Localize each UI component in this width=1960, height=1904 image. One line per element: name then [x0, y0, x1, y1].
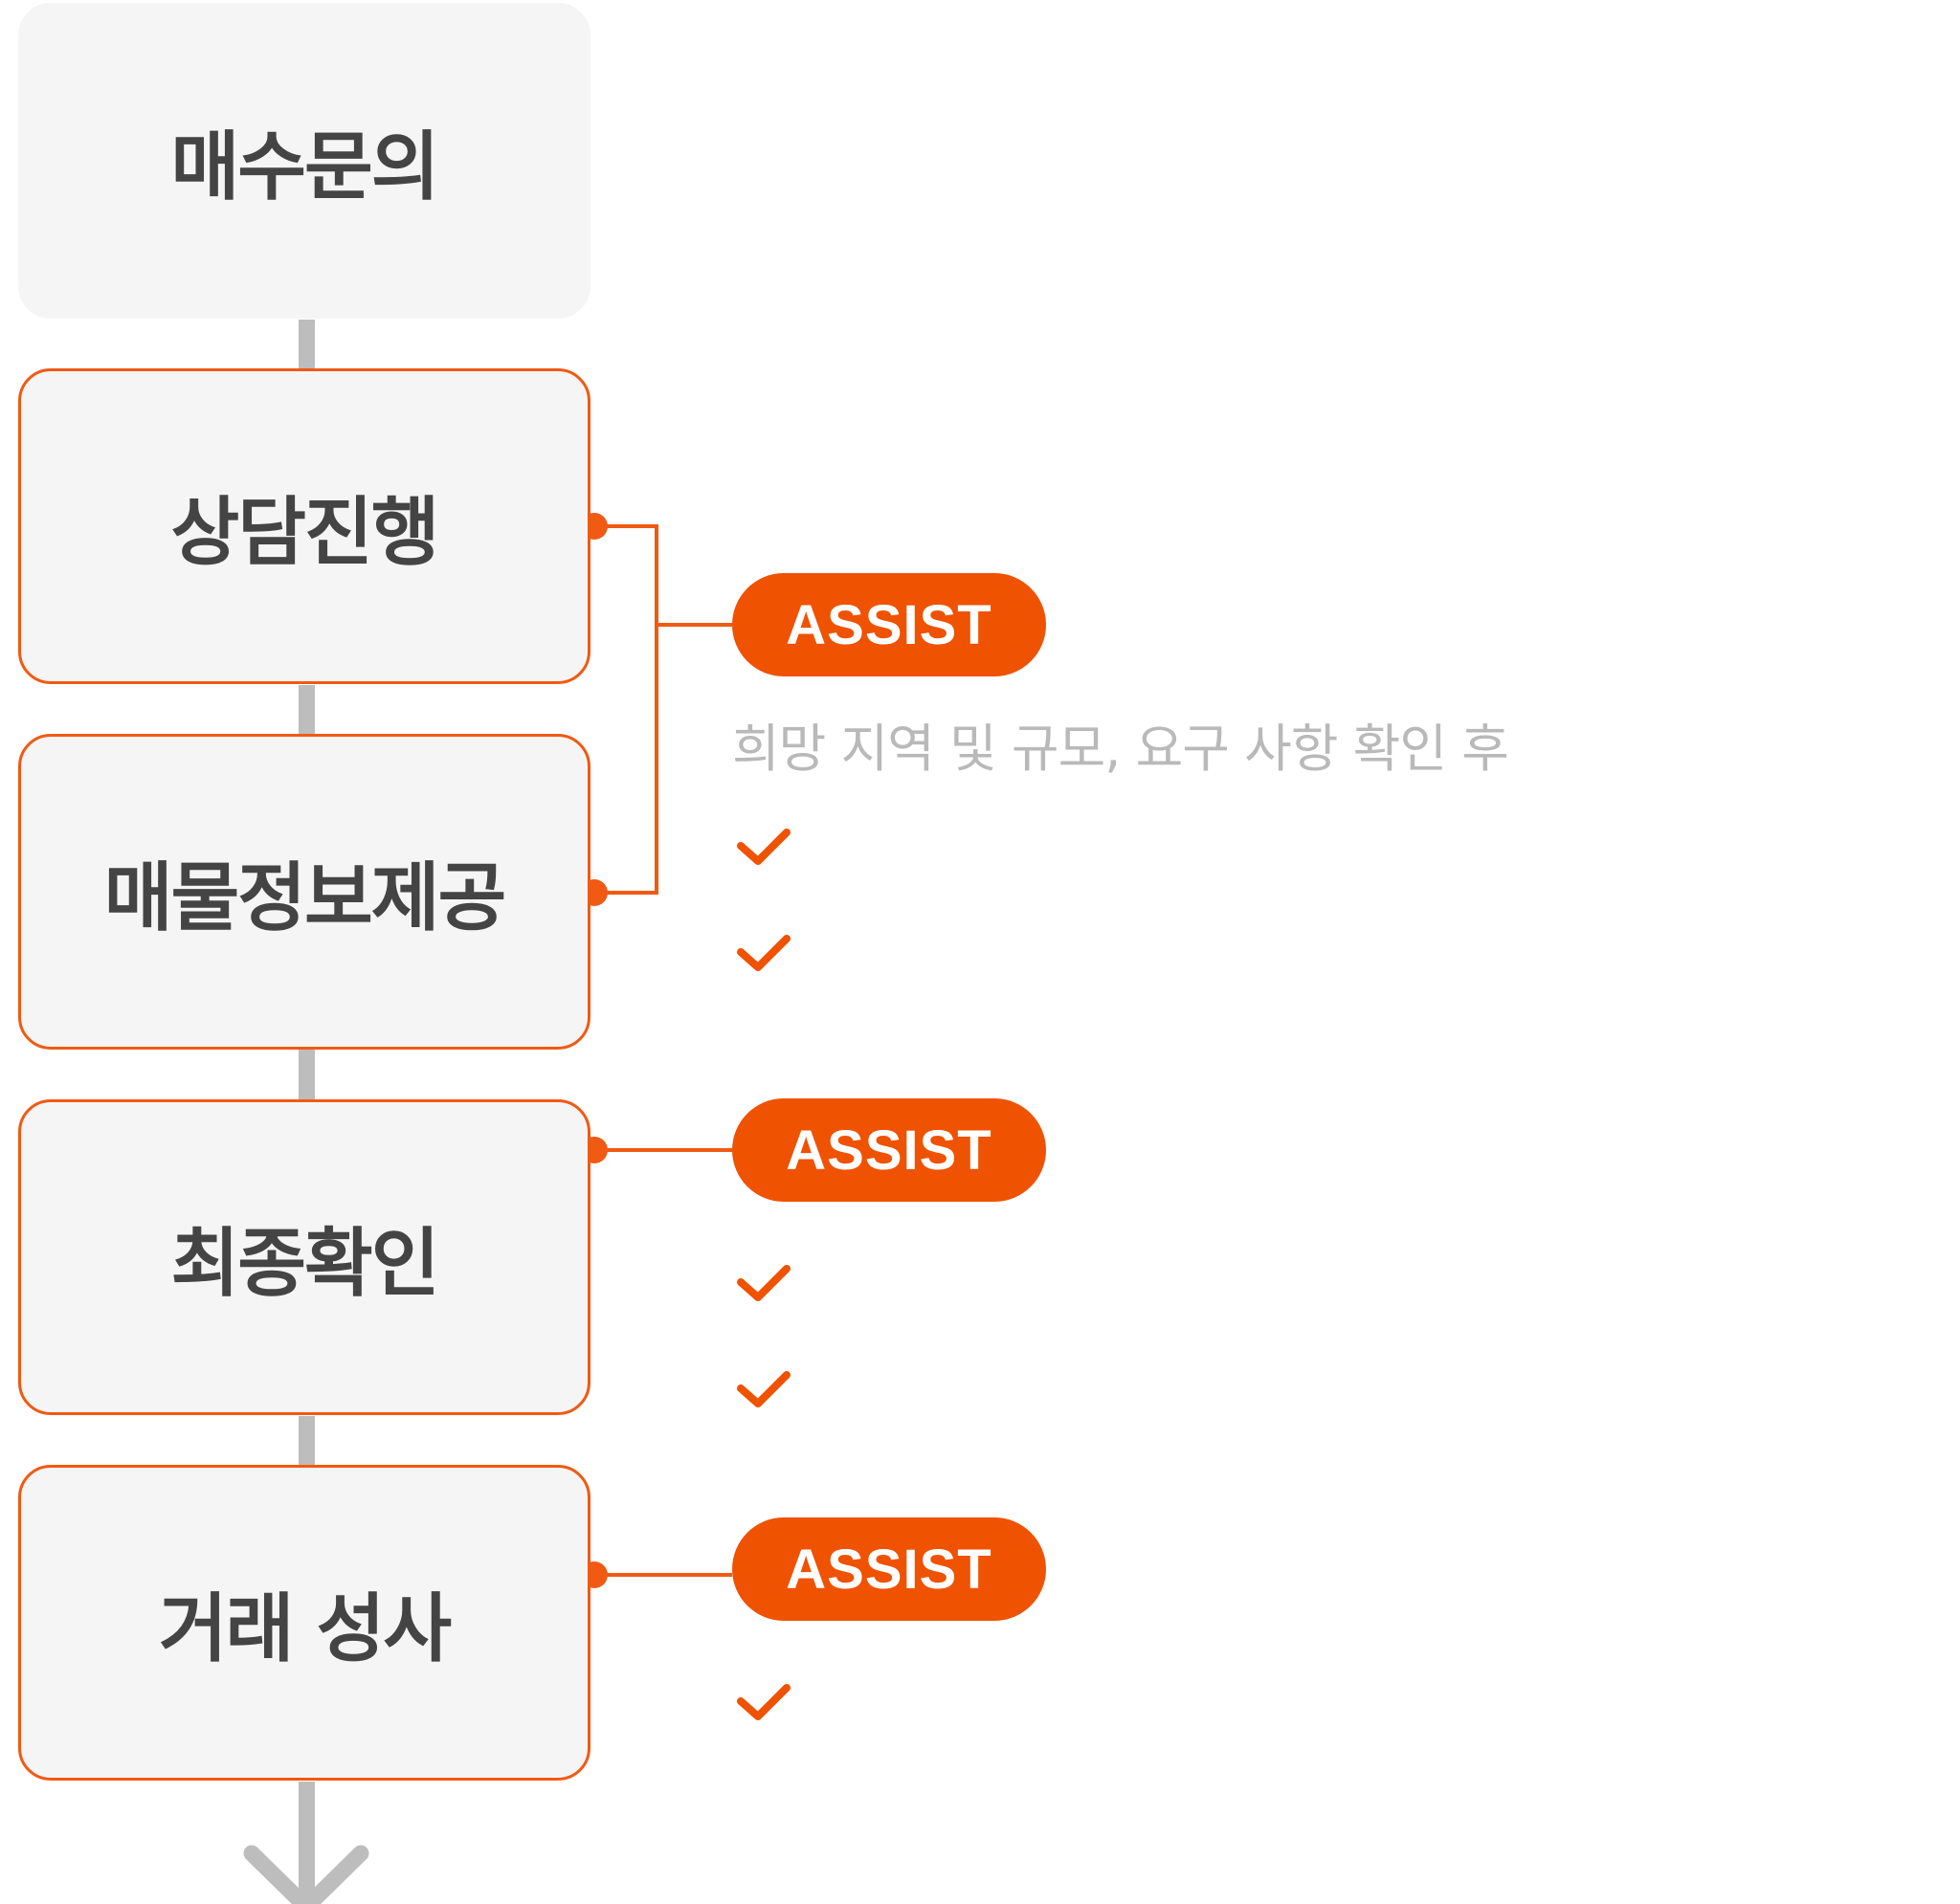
assist-badge: ASSIST — [732, 573, 1046, 676]
flow-line-segment — [299, 1416, 315, 1467]
step-label: 거래 성사 — [158, 1586, 452, 1672]
arrow-down-icon — [243, 1845, 369, 1904]
check-icon — [737, 829, 791, 865]
flow-line-segment — [299, 1050, 315, 1100]
connector-bracket — [594, 524, 658, 895]
flow-line — [299, 320, 315, 1896]
assist-badge-label: ASSIST — [786, 593, 992, 656]
check-icon — [737, 1684, 791, 1720]
assist-connectors — [594, 524, 732, 1577]
flow-line-segment — [299, 320, 315, 369]
assist-badge-label: ASSIST — [786, 1538, 992, 1601]
step-box-listing-info: 매물정보제공 — [18, 734, 590, 1050]
step-label: 상담진행 — [170, 490, 439, 576]
assist-description: 희망 지역 및 규모, 요구 사항 확인 후 — [732, 719, 1509, 779]
assist-badge: ASSIST — [732, 1098, 1046, 1202]
step-label: 매수문의 — [170, 124, 439, 210]
step-label: 매물정보제공 — [103, 855, 507, 941]
assist-badge-label: ASSIST — [786, 1118, 992, 1182]
step-box-final-check: 최종확인 — [18, 1099, 590, 1415]
check-icon — [737, 935, 791, 971]
step-box-inquiry: 매수문의 — [18, 3, 590, 319]
check-icon — [737, 1265, 791, 1301]
check-icon — [737, 1371, 791, 1407]
step-box-deal-closed: 거래 성사 — [18, 1465, 590, 1781]
step-box-consultation: 상담진행 — [18, 368, 590, 684]
flow-line-segment — [299, 685, 315, 734]
assist-badge: ASSIST — [732, 1517, 1046, 1621]
flow-line-segment — [299, 1782, 315, 1896]
connector-dots — [581, 513, 608, 1588]
step-label: 최종확인 — [170, 1221, 439, 1307]
